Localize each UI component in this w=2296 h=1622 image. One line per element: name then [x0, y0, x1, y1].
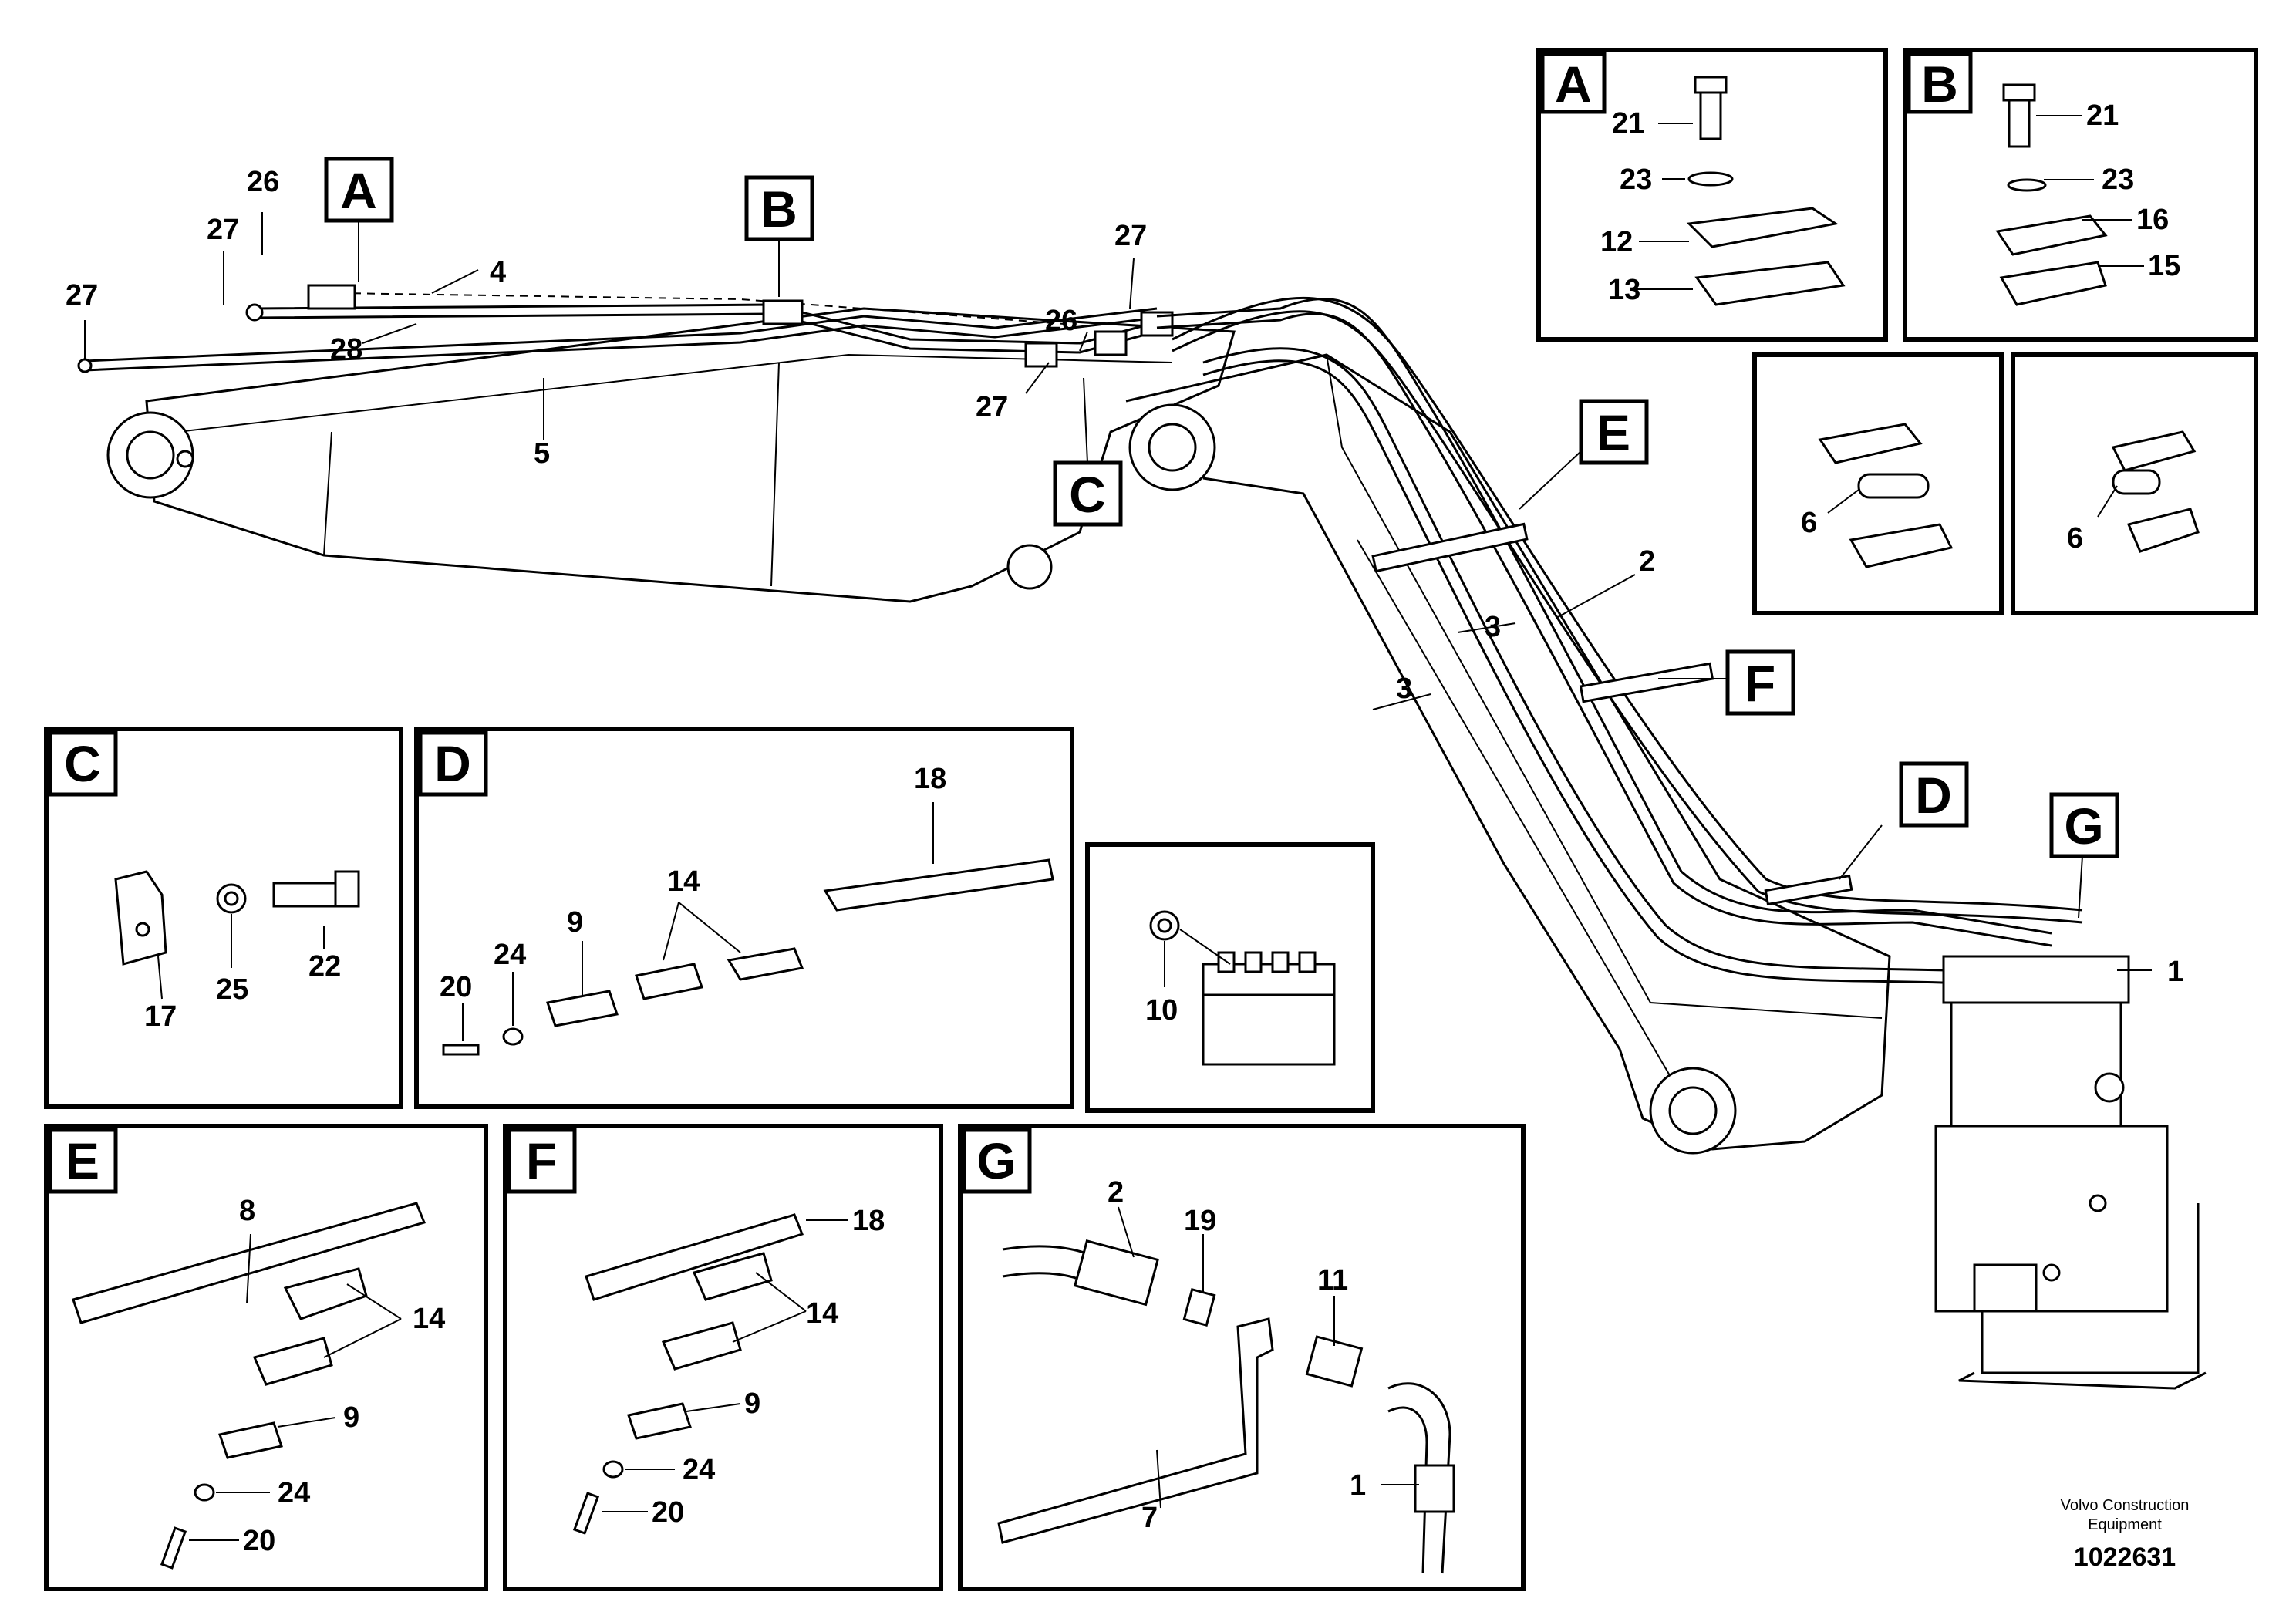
part-number: 24	[494, 939, 526, 971]
part-number: 6	[1801, 507, 1817, 539]
detail-label-d: D	[434, 735, 471, 792]
detail-a: A 21 23 12 13	[1536, 48, 1888, 342]
arm-body	[106, 307, 1236, 603]
part-number: 14	[806, 1297, 838, 1330]
part-number: 1	[1350, 1469, 1366, 1502]
detail-six-left: 6	[1752, 352, 2004, 615]
part-number: 23	[2102, 164, 2134, 196]
part-number: 3	[1396, 673, 1412, 705]
main-view: A B C D E F G 1 2 3 3 4 5 26 27 27 27 26	[66, 157, 2207, 1390]
boom-hoses	[1156, 296, 2083, 986]
drawing-number: 1022631	[2074, 1543, 2176, 1572]
callout-letter-b: B	[760, 180, 797, 238]
arm-pipes	[77, 284, 1174, 373]
detail-label-e: E	[66, 1132, 99, 1189]
part-number: 22	[308, 950, 341, 983]
part-number: 17	[144, 1000, 177, 1033]
part-number: 2	[1639, 545, 1655, 578]
detail-ten: 10	[1085, 842, 1375, 1113]
part-number: 9	[567, 906, 583, 939]
part-number: 12	[1600, 226, 1633, 258]
detail-label-f: F	[526, 1132, 557, 1189]
detail-e: E 8 14 9 24 20	[44, 1124, 488, 1591]
part-number: 9	[744, 1388, 760, 1420]
part-number: 24	[683, 1454, 715, 1486]
detail-b: B 21 23 16 15	[1903, 48, 2258, 342]
drawing-credit: Volvo Construction Equipment 1022631	[2061, 1497, 2190, 1572]
part-number: 6	[2067, 522, 2083, 555]
publisher-name: Volvo Construction	[2061, 1497, 2190, 1514]
main-leaders	[84, 212, 2152, 971]
detail-label-a: A	[1555, 56, 1592, 113]
part-number: 18	[914, 763, 946, 795]
part-number: 13	[1608, 274, 1640, 306]
part-number: 9	[343, 1401, 359, 1434]
part-number: 26	[1045, 305, 1077, 337]
part-number: 27	[976, 391, 1008, 423]
part-number: 20	[440, 971, 472, 1003]
detail-label-b: B	[1921, 56, 1958, 113]
part-number: 10	[1145, 994, 1178, 1027]
part-number: 8	[239, 1195, 255, 1227]
control-valve	[1934, 955, 2207, 1390]
callout-letter-g: G	[2064, 798, 2103, 855]
detail-six-right: 6	[2011, 352, 2258, 615]
part-number: 21	[1612, 107, 1644, 140]
clamp-bars	[1371, 522, 1853, 906]
callout-letter-c: C	[1069, 466, 1106, 523]
part-number: 27	[66, 279, 98, 312]
part-number: 26	[247, 166, 279, 198]
part-number: 18	[852, 1205, 885, 1237]
detail-label-c: C	[64, 735, 101, 792]
main-callout-letters: A B C D E F G	[324, 157, 2119, 858]
detail-f: F 18 14 9 24 20	[503, 1124, 943, 1591]
part-number: 23	[1620, 164, 1652, 196]
part-number: 15	[2148, 250, 2180, 282]
part-number: 5	[534, 437, 550, 470]
detail-label-g: G	[976, 1132, 1016, 1189]
part-number: 14	[413, 1303, 445, 1335]
detail-c: C 22 17 25	[44, 727, 403, 1109]
part-number: 1	[2167, 956, 2183, 988]
part-number: 21	[2086, 99, 2119, 132]
callout-letter-a: A	[340, 162, 377, 219]
detail-d: D 18 14 9 20 24	[414, 727, 1074, 1109]
part-number: 3	[1485, 611, 1501, 643]
publisher-name-line2: Equipment	[2088, 1516, 2162, 1533]
main-part-numbers: 1 2 3 3 4 5 26 27 27 27 26 27 28	[66, 166, 2183, 988]
callout-letter-e: E	[1596, 404, 1630, 461]
part-number: 4	[490, 256, 506, 288]
part-number: 14	[667, 865, 700, 898]
part-number: 28	[330, 333, 362, 366]
part-number: 11	[1317, 1264, 1348, 1297]
callout-letter-f: F	[1745, 655, 1775, 712]
boom-body	[1125, 353, 1891, 1155]
part-number: 16	[2136, 204, 2169, 236]
part-number: 24	[278, 1477, 310, 1509]
part-number: 25	[216, 973, 248, 1006]
part-number: 27	[1114, 220, 1147, 252]
part-number: 20	[243, 1525, 275, 1557]
part-number: 7	[1141, 1502, 1158, 1534]
part-number: 2	[1108, 1176, 1124, 1209]
callout-letter-d: D	[1915, 767, 1952, 824]
part-number: 20	[652, 1496, 684, 1529]
detail-g: G 2 19 11 7 1	[958, 1124, 1526, 1591]
part-number: 19	[1184, 1205, 1216, 1237]
part-number: 27	[207, 214, 239, 246]
